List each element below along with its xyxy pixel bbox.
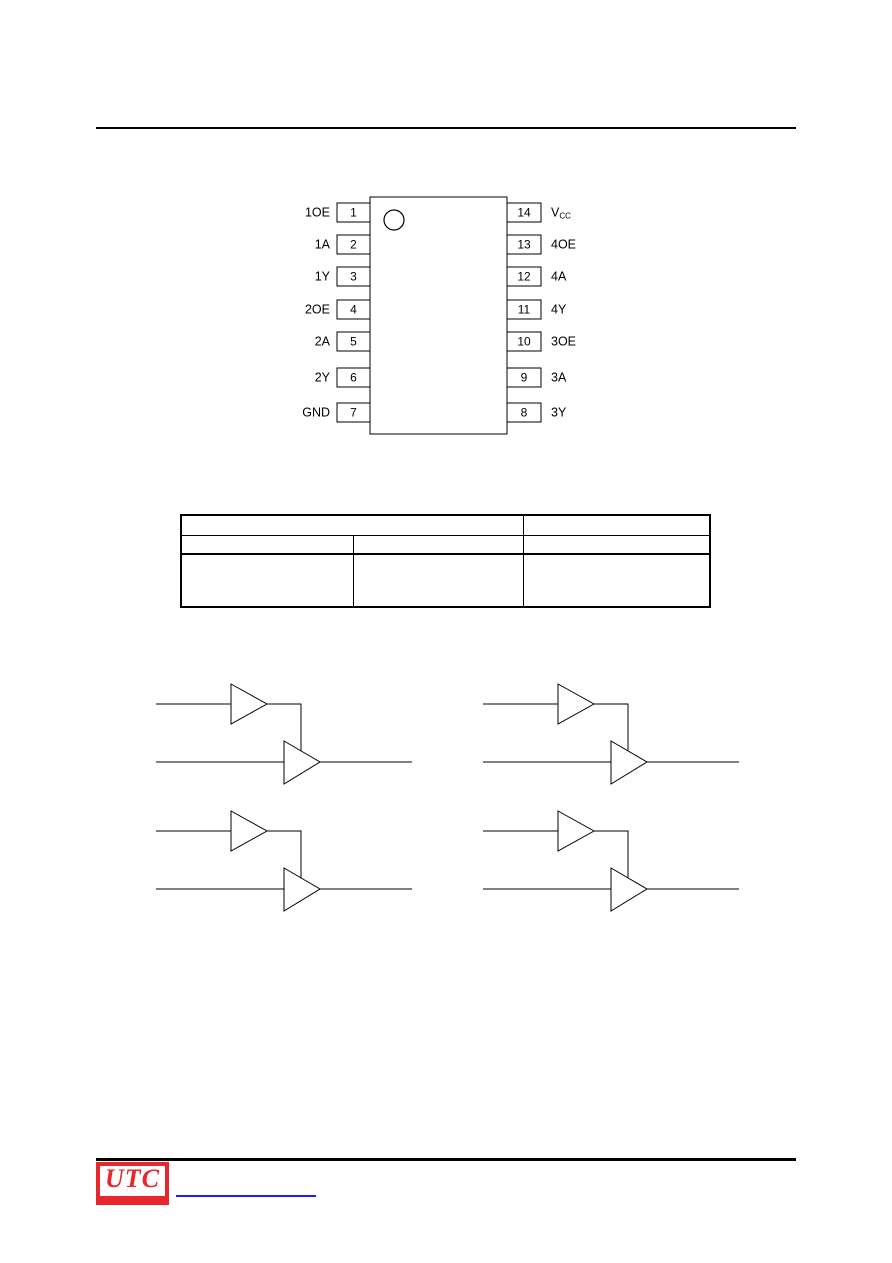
utc-logo: UTC [96, 1162, 169, 1205]
pin-number: 9 [521, 371, 528, 385]
enable-buffer [557, 683, 596, 725]
pin-label: 1OE [305, 206, 330, 220]
pin-label: 3Y [551, 406, 567, 420]
website-link[interactable] [176, 1195, 316, 1197]
footer-rule [96, 1158, 796, 1161]
pin-number: 3 [350, 270, 357, 284]
pin-box [336, 202, 371, 223]
pin-number: 5 [350, 335, 357, 349]
buffer-gate-group [483, 810, 739, 912]
tri-state-buffer [283, 740, 321, 785]
pin-label: 2OE [305, 303, 330, 317]
pin-label: GND [302, 406, 330, 420]
pin-box [506, 234, 542, 255]
pin-label: 4Y [551, 303, 567, 317]
table-divider [523, 516, 524, 535]
pin-box [336, 331, 371, 352]
pin-box [506, 266, 542, 287]
pin-box [506, 202, 542, 223]
pin-number: 10 [517, 335, 531, 349]
table-divider [523, 535, 524, 606]
table-divider [353, 535, 354, 606]
enable-buffer [230, 683, 269, 725]
pin-number: 6 [350, 371, 357, 385]
pin-box [506, 299, 542, 320]
logo-inner [100, 1166, 165, 1196]
function-table [180, 514, 711, 608]
ic-body [369, 196, 508, 435]
pin-number: 13 [517, 238, 531, 252]
pin-number: 8 [521, 406, 528, 420]
pin-box [336, 266, 371, 287]
pin-label: VCC [551, 206, 571, 221]
enable-buffer [230, 810, 269, 852]
pin-number: 11 [518, 303, 531, 317]
logo-text: UTC [105, 1164, 160, 1193]
table-divider [182, 535, 709, 536]
header-rule [96, 127, 796, 129]
tri-state-buffer [610, 867, 648, 912]
pin-box [506, 402, 542, 423]
pin-number: 1 [350, 206, 357, 220]
pin-label: 4OE [551, 238, 576, 252]
pin-box [336, 402, 371, 423]
pin-label: 2A [315, 335, 331, 349]
logic-diagram [156, 683, 739, 912]
buffer-gate-group [156, 810, 412, 912]
pin-number: 14 [517, 206, 531, 220]
pin-number: 2 [350, 238, 357, 252]
pin1-marker [383, 209, 405, 231]
pin-number: 7 [350, 406, 357, 420]
pin-label: 3OE [551, 335, 576, 349]
pin-label: 4A [551, 270, 567, 284]
buffer-gate-group [156, 683, 412, 785]
pin-box [336, 367, 371, 388]
pin-label: 1A [315, 238, 331, 252]
pin-number: 4 [350, 303, 357, 317]
pin-box [506, 367, 542, 388]
tri-state-buffer [610, 740, 648, 785]
pin-label: 2Y [315, 371, 331, 385]
pin-number: 12 [517, 270, 531, 284]
tri-state-buffer [283, 867, 321, 912]
buffer-gate-group [483, 683, 739, 785]
table-divider [182, 553, 709, 555]
pin-box [336, 299, 371, 320]
pin-label: 3A [551, 371, 567, 385]
pin-box [336, 234, 371, 255]
pin-box [506, 331, 542, 352]
pin-configuration-diagram: 1 1OE 2 1A 3 1Y 4 2OE 5 2A 6 2Y 7 GND 14 VCC 13 4OE 12 4A 1… [302, 196, 576, 435]
enable-buffer [557, 810, 596, 852]
pin-label: 1Y [315, 270, 331, 284]
